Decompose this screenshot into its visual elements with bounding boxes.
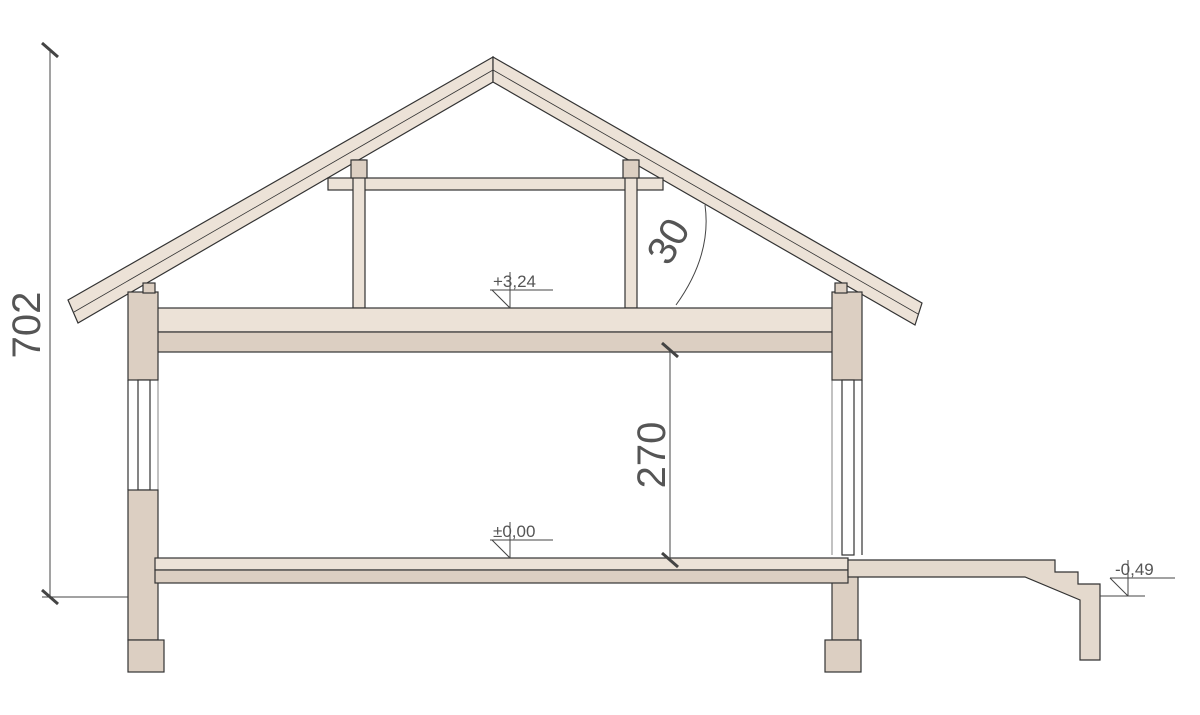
post-right xyxy=(624,159,638,309)
right-wall-upper xyxy=(831,291,863,381)
level-marker-attic xyxy=(490,272,553,309)
room-height-label: 270 xyxy=(630,422,674,489)
level-marker-terrain xyxy=(1100,560,1175,597)
post-cap-left xyxy=(350,159,368,179)
collar-tie xyxy=(327,177,664,191)
left-wall-upper xyxy=(127,291,159,381)
terrace-and-steps xyxy=(847,559,1101,661)
terrain-level-label: -0,49 xyxy=(1115,560,1154,579)
ground-level-label: ±0,00 xyxy=(493,522,535,541)
right-footing xyxy=(824,639,862,673)
wall-plate-left xyxy=(142,282,156,294)
attic-level-label: +3,24 xyxy=(493,272,536,291)
right-window xyxy=(841,379,855,556)
post-left xyxy=(352,159,366,309)
ground-floor-slab xyxy=(154,557,849,571)
left-window xyxy=(137,379,151,491)
attic-floor-slab xyxy=(154,307,836,333)
roof-inner-line xyxy=(73,69,919,315)
post-cap-right xyxy=(622,159,640,179)
roof-right-slope xyxy=(492,55,923,326)
pitch-angle-arc xyxy=(675,204,707,306)
left-footing xyxy=(127,639,165,673)
wall-plate-right xyxy=(834,282,848,294)
ceiling-beam xyxy=(154,331,836,353)
level-marker-ground xyxy=(490,522,553,559)
left-wall-lower xyxy=(127,489,159,641)
overall-height-label: 702 xyxy=(5,292,49,359)
foundation-slab xyxy=(154,569,849,584)
roof-pitch-label: 30 xyxy=(639,211,699,272)
